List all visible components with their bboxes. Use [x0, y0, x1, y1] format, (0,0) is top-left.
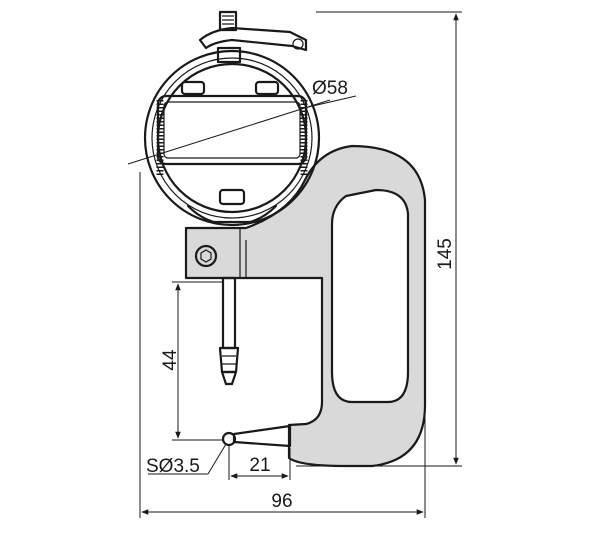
dim-anvil-ball: SØ3.5	[146, 443, 227, 477]
anvil-ball-label: SØ3.5	[146, 456, 200, 477]
dim-throat-depth: 44	[160, 281, 222, 441]
anvil-length-label: 21	[249, 455, 270, 476]
spindle	[218, 276, 240, 386]
dim-total-width: 96	[139, 172, 426, 518]
dim-anvil-length: 21	[228, 446, 291, 480]
total-width-label: 96	[271, 491, 292, 512]
anvil	[221, 424, 292, 448]
dial-diameter-label: Ø58	[312, 78, 348, 99]
dial-indicator	[143, 10, 321, 227]
dim-dial-diameter: Ø58	[127, 78, 357, 165]
throat-depth-label: 44	[160, 349, 181, 371]
frame-screw	[194, 244, 218, 268]
dim-total-height: 145	[296, 11, 462, 467]
gauge-frame	[184, 144, 427, 468]
total-height-label: 145	[435, 238, 456, 270]
